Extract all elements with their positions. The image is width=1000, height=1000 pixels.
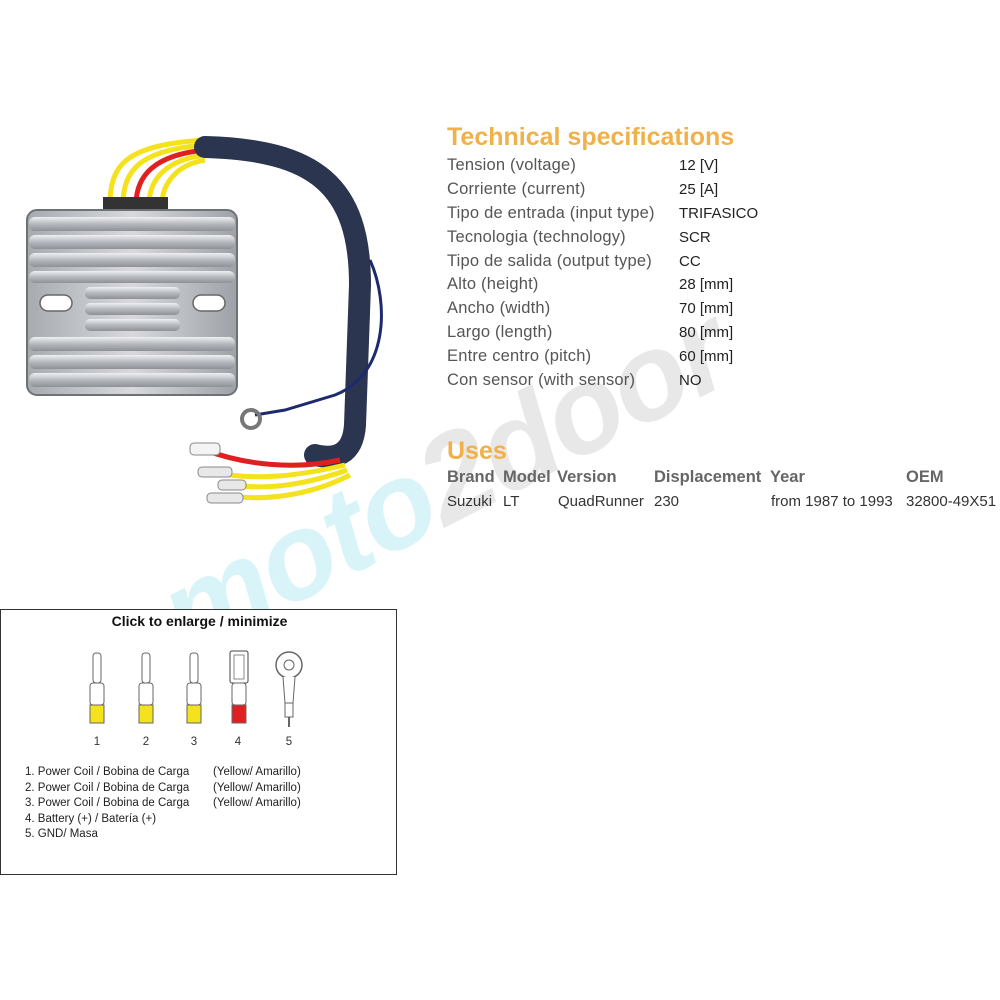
spec-value: 28 [mm]: [679, 276, 734, 294]
cell-brand: Suzuki: [447, 493, 493, 510]
cell-displacement: 230: [654, 493, 680, 510]
specs-section: Technical specifications Tension (voltag…: [447, 120, 987, 392]
connector-number: 3: [190, 736, 198, 748]
legend-color: (Yellow/ Amarillo): [213, 781, 301, 794]
spec-value: TRIFASICO: [679, 204, 759, 222]
header-displacement: Displacement: [654, 468, 762, 486]
spec-row: Ancho (width) 70 [mm]: [447, 297, 987, 321]
spec-row: Entre centro (pitch) 60 [mm]: [447, 344, 987, 368]
spec-label: Ancho (width): [447, 299, 551, 318]
specs-title: Technical specifications: [447, 123, 735, 151]
legend-label: 5. GND/ Masa: [25, 828, 98, 840]
spec-value: 12 [V]: [679, 157, 719, 175]
connector-number: 1: [93, 736, 101, 748]
spec-row: Tecnologia (technology) SCR: [447, 225, 987, 249]
wiring-diagram[interactable]: Click to enlarge / minimize: [0, 609, 397, 875]
legend-color: (Yellow/ Amarillo): [213, 797, 301, 809]
connector-number: 2: [142, 736, 150, 748]
spec-label: Tipo de salida (output type): [447, 251, 652, 270]
connector-illustrations: [89, 650, 303, 727]
cell-oem: 32800-49X51: [906, 493, 997, 510]
header-oem: OEM: [906, 468, 944, 486]
enlarge-toggle-link[interactable]: Click to enlarge / minimize: [111, 613, 288, 629]
spec-row: Corriente (current) 25 [A]: [447, 178, 987, 202]
spec-label: Largo (length): [447, 322, 553, 341]
spec-label: Tecnologia (technology): [447, 227, 626, 246]
cell-year: from 1987 to 1993: [771, 493, 893, 510]
spec-value: NO: [679, 371, 702, 389]
spec-value: 25 [A]: [679, 181, 719, 199]
spec-label: Alto (height): [447, 275, 539, 294]
spec-row: Largo (length) 80 [mm]: [447, 321, 987, 345]
legend-label: 1. Power Coil / Bobina de Carga: [25, 766, 190, 778]
connector-4-icon: [229, 650, 249, 724]
uses-section: Uses Brand Model Version Displacement Ye…: [447, 436, 1000, 514]
spec-label: Entre centro (pitch): [447, 346, 592, 365]
legend-label: 2. Power Coil / Bobina de Carga: [25, 781, 190, 794]
spec-row: Tension (voltage) 12 [V]: [447, 154, 987, 178]
connector-5-ring-icon: [275, 651, 303, 727]
legend-label: 3. Power Coil / Bobina de Carga: [25, 797, 190, 809]
spec-label: Tipo de entrada (input type): [447, 203, 655, 222]
uses-header: Brand Model Version Displacement Year OE…: [447, 466, 1000, 490]
connector-3-icon: [186, 652, 202, 724]
spec-row: Alto (height) 28 [mm]: [447, 273, 987, 297]
cell-version: QuadRunner: [558, 493, 644, 510]
connector-number: 5: [285, 736, 293, 748]
spec-value: SCR: [679, 228, 711, 246]
spec-row: Tipo de salida (output type) CC: [447, 249, 987, 273]
uses-title: Uses: [447, 437, 507, 465]
header-brand: Brand: [447, 468, 495, 486]
connector-1-icon: [89, 652, 105, 724]
spec-label: Corriente (current): [447, 180, 586, 199]
cell-model: LT: [503, 493, 520, 510]
specs-table: Tension (voltage) 12 [V] Corriente (curren…: [447, 154, 987, 392]
spec-row: Tipo de entrada (input type) TRIFASICO: [447, 202, 987, 226]
product-photo: [26, 136, 383, 504]
header-version: Version: [557, 468, 617, 486]
connector-2-icon: [138, 652, 154, 724]
header-year: Year: [770, 468, 805, 486]
header-model: Model: [503, 468, 551, 486]
legend-label: 4. Battery (+) / Batería (+): [25, 812, 157, 825]
spec-value: CC: [679, 252, 701, 270]
spec-value: 70 [mm]: [679, 300, 734, 318]
spec-label: Con sensor (with sensor): [447, 370, 636, 389]
uses-row: Suzuki LT QuadRunner 230 from 1987 to 19…: [447, 490, 1000, 514]
spec-value: 80 [mm]: [679, 323, 734, 341]
connector-number: 4: [234, 736, 242, 748]
spec-row: Con sensor (with sensor) NO: [447, 368, 987, 392]
spec-value: 60 [mm]: [679, 347, 734, 365]
legend-color: (Yellow/ Amarillo): [213, 766, 301, 778]
spec-label: Tension (voltage): [447, 156, 577, 175]
